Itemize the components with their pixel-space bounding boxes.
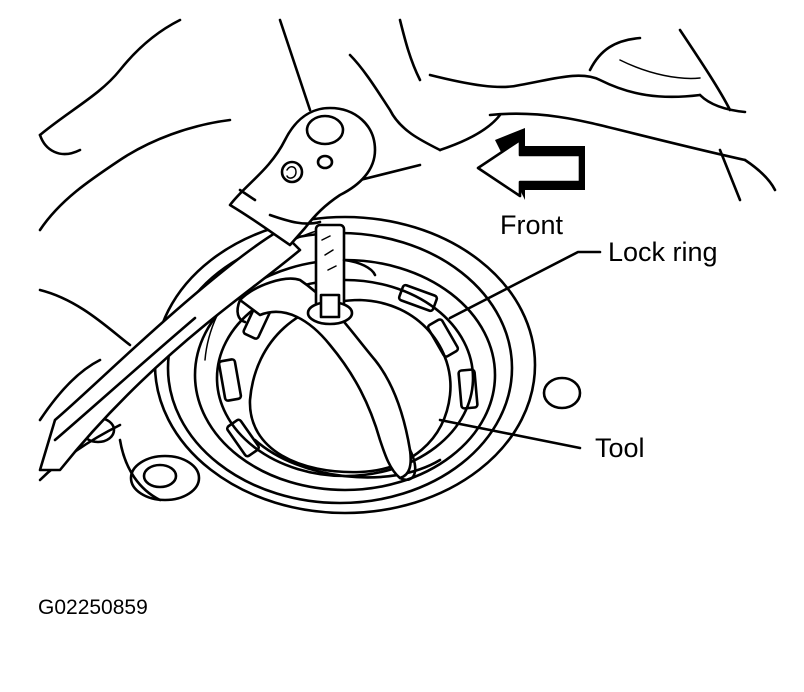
- lock-ring-label: Lock ring: [608, 237, 718, 267]
- extension-bar: [306, 223, 377, 326]
- front-label: Front: [500, 210, 564, 240]
- leader-lines: [438, 250, 602, 450]
- pump-cavity: [248, 298, 452, 479]
- tool-label: Tool: [595, 433, 645, 463]
- tank-flange: [80, 376, 582, 502]
- ratchet-wrench: [38, 106, 377, 472]
- figure-code: G02250859: [38, 596, 148, 619]
- front-arrow-icon: [476, 128, 585, 200]
